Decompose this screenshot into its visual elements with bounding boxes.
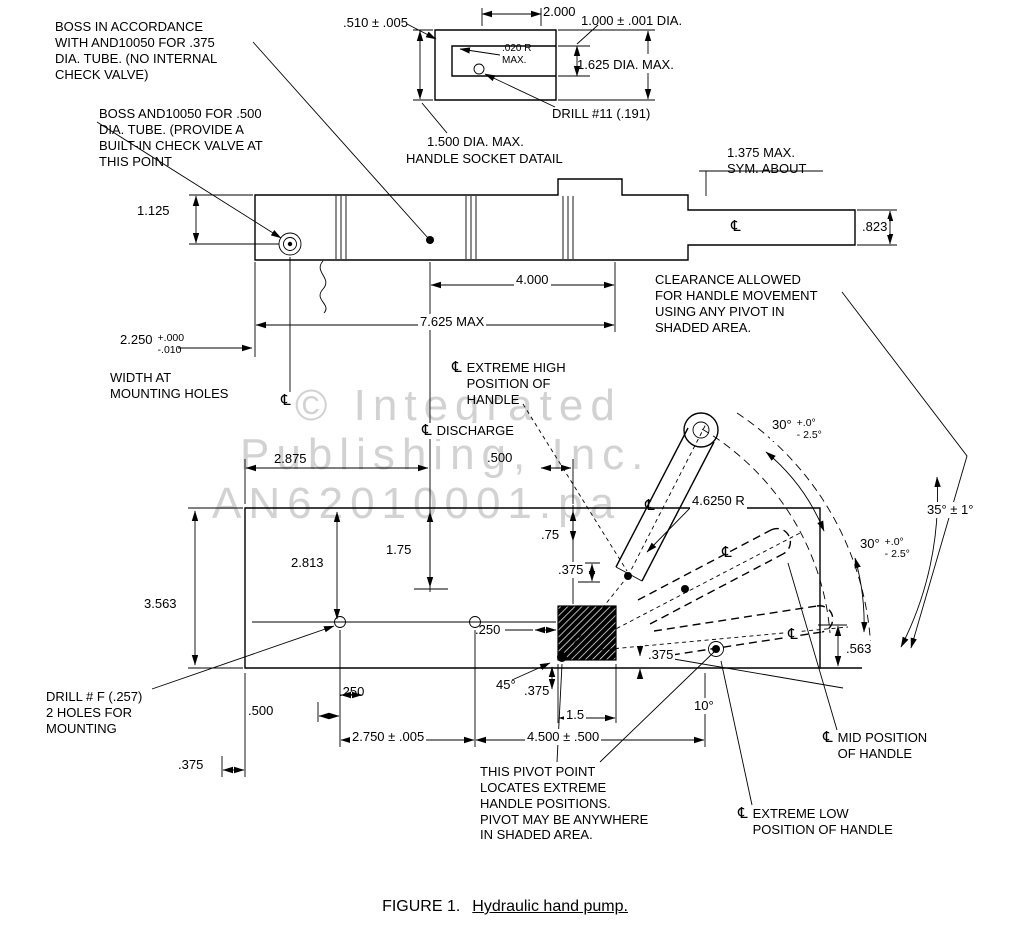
boss-leader-lines xyxy=(96,41,434,244)
note-drill-f: DRILL # F (.257) 2 HOLES FOR MOUNTING xyxy=(46,689,143,736)
dim-30-upper-value: 30° xyxy=(772,417,792,432)
dim-2250-tolerance: +.000 -.010 xyxy=(158,332,185,356)
note-extreme-high: ℄ EXTREME HIGH POSITION OF HANDLE xyxy=(452,360,566,408)
dim-563: .563 xyxy=(844,641,874,657)
note-sym-about: 1.375 MAX. SYM. ABOUT xyxy=(727,145,807,176)
note-width-mounting: WIDTH AT MOUNTING HOLES xyxy=(110,370,229,401)
dim-45: 45° xyxy=(496,677,516,692)
dim-2250-tol-plus: +.000 xyxy=(157,332,185,344)
dim-2875: 2.875 xyxy=(274,451,307,466)
dim-7625: 7.625 MAX xyxy=(418,314,487,330)
centerline-symbol-handle-low: ℄ xyxy=(786,626,800,643)
dim-30-lower: 30° +.0° - 2.5° xyxy=(858,536,912,561)
dim-46250r: 4.6250 R xyxy=(690,493,747,509)
dim-1000-dia: 1.000 ± .001 DIA. xyxy=(581,13,683,28)
note-extreme-low-text: EXTREME LOW POSITION OF HANDLE xyxy=(752,806,893,837)
dim-30-lower-value: 30° xyxy=(860,536,880,551)
watermark-line1: © Integrated xyxy=(295,381,622,430)
centerline-symbol-boss: ℄ xyxy=(281,392,291,409)
centerline-symbol-discharge: ℄ xyxy=(422,422,432,439)
dim-250-square: .250 xyxy=(475,622,501,637)
dim-10: 10° xyxy=(692,698,716,714)
dim-30-lower-tolerance: +.0° - 2.5° xyxy=(885,536,910,560)
dim-2250-tol-minus: -.010 xyxy=(157,344,182,357)
dim-020r: .020 R MAX. xyxy=(502,43,532,66)
centerline-symbol-side: ℄ xyxy=(731,218,741,235)
note-mid-position: ℄ MID POSITION OF HANDLE xyxy=(823,730,927,762)
dim-75: .75 xyxy=(541,527,560,542)
dim-30-lower-tol-plus: +.0° xyxy=(884,536,904,548)
note-extreme-low: ℄ EXTREME LOW POSITION OF HANDLE xyxy=(738,806,893,838)
dim-30-upper-tol-minus: - 2.5° xyxy=(796,429,822,442)
dim-823: .823 xyxy=(860,219,890,235)
note-pivot: THIS PIVOT POINT LOCATES EXTREME HANDLE … xyxy=(480,764,649,843)
dim-15: 1.5 xyxy=(564,707,587,723)
dim-4000: 4.000 xyxy=(514,272,551,288)
dim-30-upper-tolerance: +.0° - 2.5° xyxy=(797,417,822,441)
dim-2250-value: 2.250 xyxy=(120,332,153,347)
centerline-symbol-handle-mid: ℄ xyxy=(722,544,732,561)
figure-caption: FIGURE 1. Hydraulic hand pump. xyxy=(0,898,1010,916)
dim-375-chamfer: .375 xyxy=(524,683,550,698)
dim-500-hole: .500 xyxy=(248,703,274,718)
dim-375-edge: .375 xyxy=(178,757,204,772)
dim-1500-dia: 1.500 DIA. MAX. xyxy=(427,134,524,149)
detail-title: HANDLE SOCKET DATAIL xyxy=(406,151,563,166)
dim-30-lower-tol-minus: - 2.5° xyxy=(884,548,910,561)
dim-2250: 2.250 +.000 -.010 xyxy=(120,332,184,356)
dim-1125: 1.125 xyxy=(137,203,170,218)
note-extreme-high-text: EXTREME HIGH POSITION OF HANDLE xyxy=(466,360,566,407)
dim-250-hole: .250 xyxy=(339,684,365,699)
dim-30-upper-tol-plus: +.0° xyxy=(796,417,816,429)
dim-175: 1.75 xyxy=(386,542,412,557)
dim-375-pivot: .375 xyxy=(646,647,676,663)
dim-3563: 3.563 xyxy=(144,596,177,611)
note-discharge: ℄ DISCHARGE xyxy=(420,423,516,439)
figure-caption-prefix: FIGURE 1. xyxy=(382,898,461,915)
note-boss-375: BOSS IN ACCORDANCE WITH AND10050 FOR .37… xyxy=(55,19,218,82)
top-view-linework xyxy=(151,459,862,777)
dim-510: .510 ± .005 xyxy=(343,15,408,30)
dim-2750: 2.750 ± .005 xyxy=(350,729,427,745)
handle-socket-detail-linework xyxy=(406,8,655,134)
note-drill-11: DRILL #11 (.191) xyxy=(552,106,651,121)
dim-35: 35° ± 1° xyxy=(925,502,976,518)
note-boss-500: BOSS AND10050 FOR .500 DIA. TUBE. (PROVI… xyxy=(99,106,263,169)
note-mid-position-text: MID POSITION OF HANDLE xyxy=(837,730,928,761)
watermark-line3: AN62010001.pa xyxy=(212,479,622,528)
dim-1625-dia: 1.625 DIA. MAX. xyxy=(577,57,674,72)
figure-caption-title: Hydraulic hand pump. xyxy=(472,898,628,915)
dim-2813: 2.813 xyxy=(291,555,324,570)
centerline-symbol-high: ℄ xyxy=(452,359,462,376)
dim-375-socket: .375 xyxy=(556,562,586,578)
dim-30-upper: 30° +.0° - 2.5° xyxy=(770,417,824,442)
dim-500-top: .500 xyxy=(487,450,513,465)
dim-4500: 4.500 ± .500 xyxy=(525,729,602,745)
centerline-symbol-mid-note: ℄ xyxy=(823,729,833,746)
dim-2000: 2.000 xyxy=(543,4,576,19)
centerline-symbol-low-note: ℄ xyxy=(738,805,748,822)
centerline-symbol-handle-high: ℄ xyxy=(645,497,655,514)
note-clearance: CLEARANCE ALLOWED FOR HANDLE MOVEMENT US… xyxy=(655,272,818,335)
note-discharge-text: DISCHARGE xyxy=(436,423,514,438)
